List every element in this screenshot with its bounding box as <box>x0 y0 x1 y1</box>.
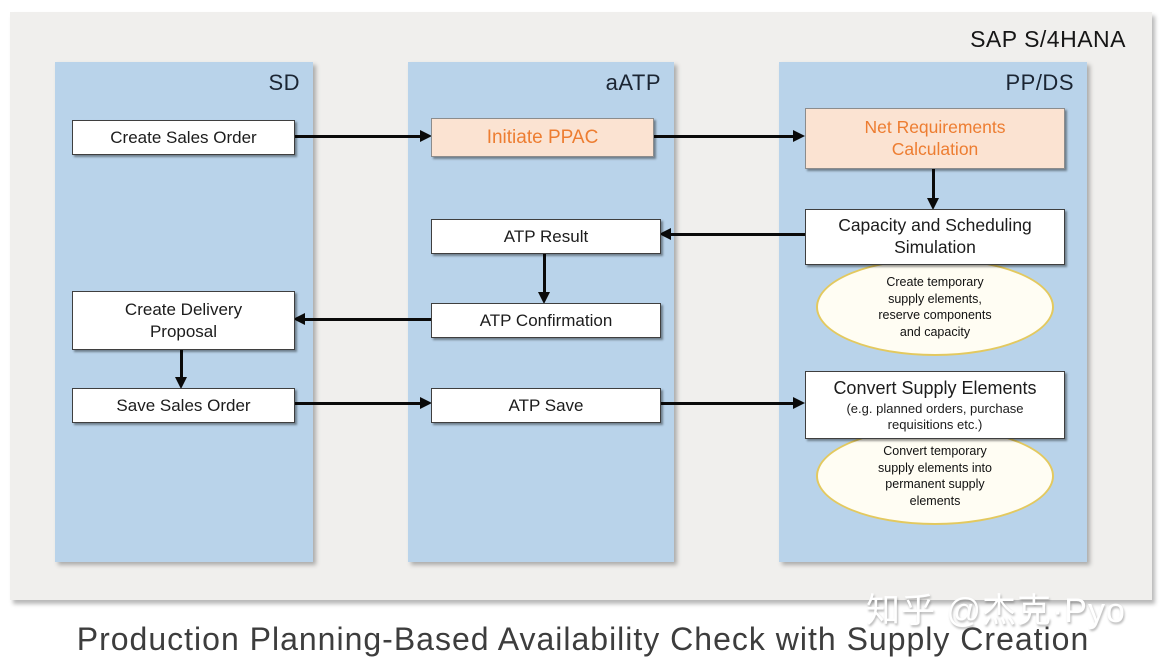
node-net-requirements-calculation: Net Requirements Calculation <box>805 108 1065 169</box>
node-capacity-scheduling-simulation: Capacity and Scheduling Simulation <box>805 209 1065 265</box>
lane-aatp-label: aATP <box>605 70 661 95</box>
arrow-atp-save-to-convert-supply-elements <box>659 397 805 409</box>
arrow-atp-result-to-atp-confirmation <box>538 252 550 304</box>
node-initiate-ppac: Initiate PPAC <box>431 118 654 157</box>
arrow-atp-confirmation-to-create-delivery-proposal <box>293 313 431 325</box>
arrow-create-sales-order-to-initiate-ppac <box>293 130 432 142</box>
arrow-create-delivery-proposal-to-save-sales-order <box>175 349 187 389</box>
product-label: SAP S/4HANA <box>970 26 1126 52</box>
lane-sd-label: SD <box>268 70 300 95</box>
node-atp-result: ATP Result <box>431 219 661 254</box>
arrow-net-requirements-to-capacity-simulation <box>927 167 939 210</box>
node-atp-confirmation: ATP Confirmation <box>431 303 661 338</box>
node-create-sales-order: Create Sales Order <box>72 120 295 155</box>
node-atp-save: ATP Save <box>431 388 661 423</box>
node-convert-supply-elements-title: Convert Supply Elements <box>833 378 1037 398</box>
watermark: 知乎 @杰克·Pyo <box>866 592 1126 630</box>
node-convert-supply-elements: Convert Supply Elements (e.g. planned or… <box>805 371 1065 439</box>
node-create-delivery-proposal: Create Delivery Proposal <box>72 291 295 350</box>
node-convert-supply-elements-note: (e.g. planned orders, purchase requisiti… <box>846 400 1024 432</box>
lane-ppds-label: PP/DS <box>1005 70 1074 95</box>
annotation-create-temporary-oval: Create temporary supply elements, reserv… <box>816 258 1054 356</box>
arrow-save-sales-order-to-atp-save <box>293 397 432 409</box>
arrow-capacity-simulation-to-atp-result <box>659 228 805 240</box>
arrow-initiate-ppac-to-net-requirements <box>652 130 805 142</box>
node-save-sales-order: Save Sales Order <box>72 388 295 423</box>
diagram-title: Production Planning-Based Availability C… <box>76 621 1090 657</box>
annotation-convert-temporary-oval: Convert temporary supply elements into p… <box>816 427 1054 525</box>
